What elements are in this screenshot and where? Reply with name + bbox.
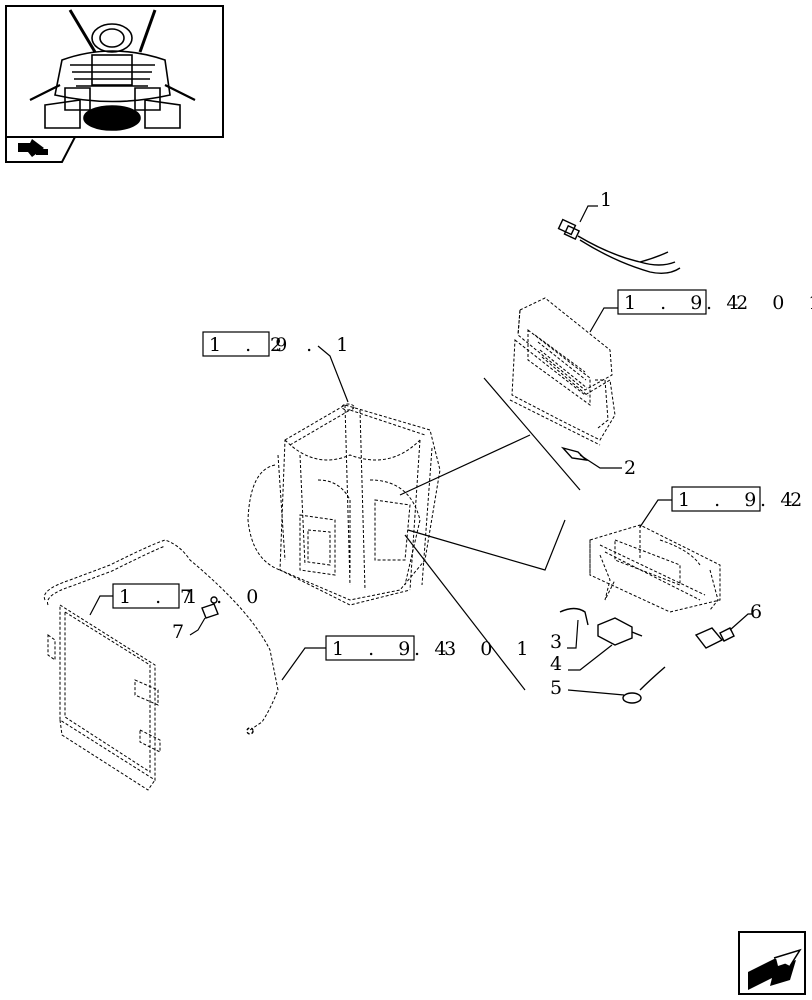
callout-2-label: 2 [624,457,636,479]
pointer-hand-icon [18,139,48,157]
ref-1-94-2-01-box-text: 1 . 9 4 [624,292,747,314]
part-2-clip: 2 [560,446,636,479]
callout-4-label: 4 [550,653,562,675]
ref-1-17-0-box-text: 1 . 1 [119,586,206,608]
heater-box-assembly [589,524,721,613]
part-1-wire-harness [557,218,681,275]
callout-5-label: 5 [550,677,562,699]
callout-6-label: 6 [750,601,762,623]
ref-1-17-0: 1 . 1 7 . 0 [89,583,267,616]
part-7-switch: 7 [172,596,219,643]
refrigerant-pipe [43,539,279,735]
callout-1: 1 [579,189,612,223]
thumbnail-tab[interactable] [5,136,77,163]
air-duct-assembly [509,297,616,446]
ref-1-94-3-01-tail-text: . 3 0 1 [414,638,537,660]
callout-1-label: 1 [600,189,612,211]
part-4-sensor-module: 4 [550,617,643,675]
ref-1-17-0-tail-text: 7 . 0 [180,586,267,608]
ref-1-94-3-01-box-text: 1 . 9 4 [332,638,455,660]
ref-1-94-2: 1 . 9 4 . 2 [639,486,811,528]
part-5-sensor: 5 [550,666,666,704]
ref-1-92-1-tail-text: 2 . 1 [270,334,357,356]
part-6-pressure-switch: 6 [694,601,762,649]
tractor-cab-thumbnail-icon[interactable] [5,5,224,138]
leader-lines [399,377,581,691]
ref-1-94-3-01: 1 . 9 4 . 3 0 1 [281,635,537,681]
callout-3-label: 3 [550,631,562,653]
next-page-arrow-icon[interactable] [738,931,806,995]
ref-1-92-1-box-text: 1 . 9 [209,334,296,356]
ref-1-94-2-box-text: 1 . 9 4 [678,489,801,511]
part-3-hose: 3 [550,607,589,653]
ref-1-94-2-01-tail-text: . 2 0 1 [706,292,812,314]
ref-1-94-2-tail-text: . 2 [760,489,811,511]
ref-1-94-2-01: 1 . 9 4 . 2 0 1 [589,289,812,333]
ref-1-92-1: 1 . 9 2 . 1 [202,331,357,403]
cab-frame [247,403,441,606]
condenser-assembly [47,604,161,791]
callout-7-label: 7 [172,621,184,643]
